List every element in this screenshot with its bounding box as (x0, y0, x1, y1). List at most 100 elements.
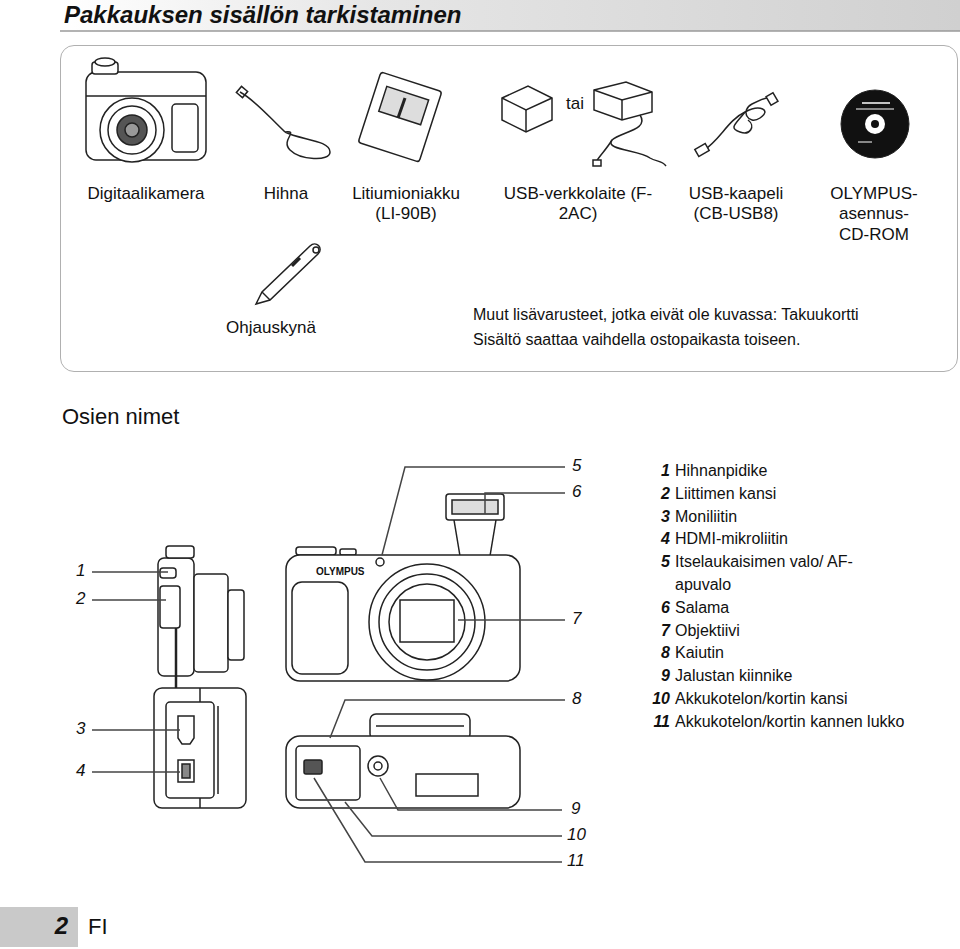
front-view-drawing (286, 494, 520, 681)
callout-number: 5 (572, 456, 581, 476)
front-view-drawing (292, 582, 348, 674)
camera-drawing (86, 58, 206, 162)
bottom-view-drawing (286, 736, 520, 808)
front-view-drawing (452, 500, 498, 514)
page-number-box: 2 (0, 907, 78, 947)
part-name: Liittimen kansi (675, 482, 776, 505)
callout-number: 8 (572, 689, 581, 709)
callout-number: 7 (572, 609, 581, 629)
front-view-drawing (400, 600, 454, 642)
list-number: 11 (644, 710, 670, 733)
title-band (60, 0, 960, 31)
brand-logo: OLYMPUS (316, 566, 365, 578)
front-view-drawing (379, 574, 475, 670)
front-view-drawing (376, 558, 384, 566)
leader-line (314, 778, 562, 862)
part-name: Objektiivi (675, 619, 740, 642)
item-label: USB-verkkolaite (F-2AC) (503, 184, 653, 225)
bottom-view-drawing (374, 762, 382, 770)
battery-drawing (398, 98, 405, 118)
strap-drawing (236, 86, 330, 158)
item-label: USB-kaapeli (CB-USB8) (674, 184, 798, 225)
item-label: Ohjauskynä (206, 318, 336, 338)
cd-drawing (871, 120, 879, 128)
callout-number: 10 (567, 825, 586, 845)
usb-cable-drawing (704, 98, 772, 150)
stylus-drawing (256, 244, 320, 304)
bottom-view-drawing (416, 774, 478, 796)
list-number: 7 (644, 619, 670, 642)
leader-line (345, 802, 562, 836)
adapter-drawing (502, 86, 552, 132)
part-name: Salama (675, 596, 729, 619)
front-view-drawing (446, 494, 504, 520)
callout-number: 4 (76, 761, 85, 781)
side-view-drawing (178, 760, 194, 782)
battery-drawing (379, 86, 429, 124)
side-view-drawing (175, 628, 178, 688)
cd-drawing (841, 90, 909, 158)
front-view-drawing (389, 584, 465, 660)
leader-line (485, 493, 565, 514)
list-number: 5 (644, 550, 670, 573)
side-view-drawing (182, 764, 190, 778)
usb-cable-drawing (695, 144, 709, 157)
adapter-drawing (611, 115, 666, 166)
title-band (60, 0, 960, 31)
part-name: HDMI-mikroliitin (675, 527, 788, 550)
item-label: Litiumioniakku (LI-90B) (339, 184, 473, 225)
strap-drawing (240, 92, 285, 132)
cd-drawing (862, 102, 890, 104)
section-heading: Osien nimet (62, 404, 179, 430)
part-name: Jalustan kiinnike (675, 664, 792, 687)
leader-line (382, 467, 565, 555)
leader-line (330, 700, 565, 738)
adapter-drawing (596, 140, 612, 162)
list-number: 4 (644, 527, 670, 550)
item-label: OLYMPUS- asennus- CD-ROM (822, 184, 926, 245)
list-number: 1 (644, 459, 670, 482)
front-view-drawing (340, 549, 356, 555)
stylus-drawing (292, 258, 300, 266)
adapter-drawing (502, 82, 666, 166)
page-title: Pakkauksen sisällön tarkistaminen (64, 1, 462, 30)
side-view-drawing (228, 590, 244, 660)
cd-drawing (856, 109, 894, 110)
side-view-drawing (160, 586, 180, 628)
callout-number: 11 (567, 851, 585, 871)
camera-drawing (86, 95, 206, 97)
part-name: Moniliitin (675, 505, 737, 528)
camera-drawing (125, 123, 139, 137)
side-view-drawing (178, 716, 194, 744)
cd-drawing (865, 114, 885, 134)
list-number: 8 (644, 641, 670, 664)
adapter-drawing (594, 82, 652, 120)
callout-number: 1 (76, 561, 85, 581)
side-view-drawing (166, 702, 214, 798)
cd-drawing (858, 142, 872, 143)
page-number: 2 (0, 912, 68, 941)
leader-line (92, 771, 180, 773)
side-view-drawing (166, 546, 194, 558)
leader-line (314, 467, 565, 862)
note-text: Sisältö saattaa vaihdella ostopaikasta t… (473, 330, 800, 349)
list-number: 2 (644, 482, 670, 505)
bottom-view-drawing (304, 760, 322, 774)
adapter-drawing (502, 98, 552, 110)
side-view-drawing (154, 688, 246, 808)
adapter-drawing (593, 160, 601, 166)
strap-drawing (285, 132, 330, 159)
list-number: 6 (644, 596, 670, 619)
front-view-drawing (296, 547, 336, 555)
leader-line (92, 572, 180, 772)
or-text: tai (566, 94, 584, 114)
part-name: Itselaukaisimen valo/ AF-apuvalo (675, 550, 875, 596)
stylus-drawing (256, 244, 320, 304)
camera-drawing (108, 106, 156, 154)
callout-number: 6 (572, 482, 581, 502)
part-name: Akkukotelon/kortin kansi (675, 687, 848, 710)
usb-cable-drawing (766, 93, 778, 106)
part-name: Kaiutin (675, 641, 724, 664)
